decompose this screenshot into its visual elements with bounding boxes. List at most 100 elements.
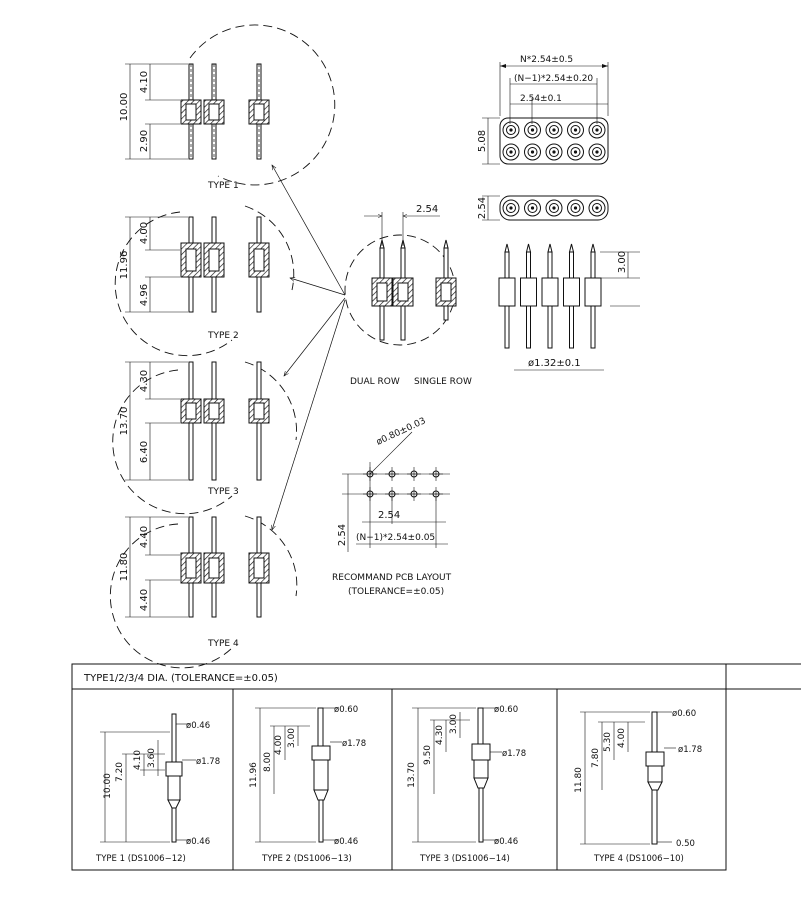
contact-center: [552, 128, 556, 132]
pcb-layout: ø0.80±0.03 2.54 2.54 (N−1)*2.54±0.05 REC…: [332, 416, 452, 597]
contact-outer: [545, 121, 563, 139]
table-cell-type4: 11.80 7.80 5.30 4.00 ø0.60 ø1.78 0.50 TY…: [574, 709, 702, 864]
side-pin-body: [520, 277, 537, 307]
side-pin-upper: [547, 251, 553, 279]
side-pin-tip: [590, 243, 596, 253]
contact-outer: [524, 121, 541, 139]
caption-single-row: SINGLE ROW: [414, 377, 472, 387]
t1-caption: TYPE 1 (DS1006−12): [95, 854, 186, 864]
top-view-dual: N*2.54±0.5 (N−1)*2.54±0.20 2.54±0.1 5.08: [477, 55, 609, 165]
contact-inner: [592, 147, 602, 157]
t4-dim2: 7.80: [591, 748, 601, 768]
contact-outer: [502, 121, 520, 139]
type4-title: TYPE 4: [207, 639, 239, 649]
t2-caption: TYPE 2 (DS1006−13): [261, 854, 352, 864]
type1-title: TYPE 1: [207, 181, 239, 191]
contact-inner: [506, 203, 516, 213]
type4-top-dim: 4.40: [139, 526, 150, 548]
caption-dual-row: DUAL ROW: [350, 377, 400, 387]
t3-bottom-dia: ø0.46: [494, 837, 518, 847]
contact-center: [509, 206, 513, 210]
type1-bottom-dim: 2.90: [139, 130, 150, 152]
contact-outer: [588, 143, 606, 161]
center-pitch-dim: 2.54: [416, 204, 438, 215]
contact-center: [595, 206, 599, 210]
t4-total: 11.80: [574, 767, 584, 793]
single-width-dim: 2.54: [477, 197, 488, 219]
top-width-dim: 5.08: [477, 130, 488, 152]
pcb-n1-pitch-dim: (N−1)*2.54±0.05: [356, 533, 435, 543]
contact-inner: [570, 203, 581, 213]
contact-center: [552, 206, 556, 210]
contact-inner: [527, 125, 538, 135]
contact-outer: [502, 143, 520, 161]
contact-outer: [524, 143, 541, 161]
contact-outer: [588, 199, 606, 217]
t4-top-dia: ø0.60: [672, 709, 696, 719]
t3-body-dia: ø1.78: [502, 749, 526, 759]
top-n1-pitch-dim: (N−1)*2.54±0.20: [514, 74, 593, 84]
contact-center: [573, 128, 578, 132]
t3-top-dia: ø0.60: [494, 705, 518, 715]
t3-dim4: 3.00: [449, 714, 459, 734]
t1-dim3: 4.10: [133, 750, 143, 770]
type3-view: 13.70 4.30 6.40 TYPE 3: [112, 361, 297, 515]
dia-table: TYPE1/2/3/4 DIA. (TOLERANCE=±0.05): [71, 663, 801, 871]
t2-total: 11.96: [249, 762, 259, 788]
contact-inner: [549, 147, 559, 157]
side-pin-lower: [504, 305, 510, 349]
type3-bottom-dim: 6.40: [139, 441, 150, 463]
type2-top-dim: 4.00: [139, 222, 150, 244]
t3-caption: TYPE 3 (DS1006−14): [419, 854, 510, 864]
t4-dim3: 5.30: [603, 732, 613, 752]
top-pitch-dim: 2.54±0.1: [520, 94, 562, 104]
table-cell-type3: 13.70 9.50 4.30 3.00 ø0.60 ø1.78 ø0.46 T…: [407, 705, 526, 864]
side-pin-upper: [526, 251, 531, 279]
contact-center: [509, 150, 513, 154]
top-n-pitch-dim: N*2.54±0.5: [520, 55, 573, 65]
type2-bottom-dim: 4.96: [139, 284, 150, 306]
contact-center: [573, 206, 578, 210]
t1-top-dia: ø0.46: [186, 721, 210, 731]
t1-total: 10.00: [103, 773, 113, 799]
type2-detail-circle: [114, 211, 233, 357]
contact-center: [530, 150, 535, 154]
contact-outer: [545, 143, 563, 161]
contact-inner: [506, 147, 516, 157]
contact-center: [530, 128, 535, 132]
contact-center: [595, 128, 599, 132]
t4-dim4: 4.00: [617, 728, 627, 748]
top-view-single: 2.54: [477, 195, 609, 221]
t2-bottom-dia: ø0.46: [334, 837, 358, 847]
t4-caption: TYPE 4 (DS1006−10): [593, 854, 684, 864]
t2-body-dia: ø1.78: [342, 739, 366, 749]
side-pin-tip: [504, 243, 510, 253]
contact-inner: [570, 125, 581, 135]
contact-outer: [567, 121, 584, 139]
side-pin-upper: [569, 251, 574, 279]
contact-inner: [570, 147, 581, 157]
side-dia-dim: ø1.32±0.1: [528, 358, 581, 369]
side-pin-lower: [526, 305, 531, 349]
contact-center: [509, 128, 513, 132]
type1-view: 10.00 4.10 2.90 TYPE 1: [119, 24, 336, 191]
table-cell-type2: 11.96 8.00 4.00 3.00 ø0.60 ø1.78 ø0.46 T…: [249, 705, 366, 864]
t1-dim4: 3.60: [147, 748, 157, 768]
type2-total-dim: 11.96: [119, 251, 130, 280]
t2-top-dia: ø0.60: [334, 705, 358, 715]
contact-outer: [567, 199, 584, 217]
t2-dim2: 8.00: [263, 752, 273, 772]
center-detail: 2.54 DUAL ROW SINGLE ROW: [272, 165, 472, 530]
contact-outer: [545, 199, 563, 217]
type3-detail-circle: [112, 369, 233, 515]
contact-inner: [592, 203, 602, 213]
t1-dim2: 7.20: [115, 762, 125, 782]
side-pin-upper: [504, 251, 510, 279]
contact-center: [530, 206, 535, 210]
type1-detail-circle: [189, 24, 336, 186]
t3-dim3: 4.30: [435, 725, 445, 745]
t2-dim3: 4.00: [274, 735, 284, 755]
pcb-tolerance: (TOLERANCE=±0.05): [348, 587, 444, 597]
side-pin-tip: [568, 243, 575, 253]
side-pin-lower: [547, 305, 553, 349]
